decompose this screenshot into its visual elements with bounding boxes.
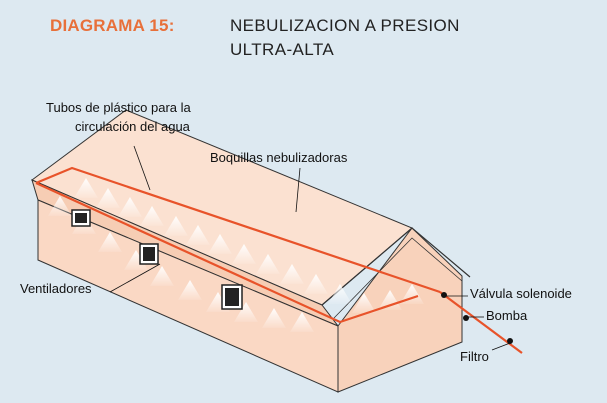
nozzle-spray bbox=[124, 250, 148, 270]
nozzle-spray bbox=[328, 284, 352, 304]
nozzle-spray bbox=[74, 178, 98, 198]
fan-grille bbox=[75, 213, 87, 223]
nozzle-spray bbox=[290, 312, 314, 332]
nozzle-spray bbox=[232, 244, 256, 264]
nozzle-spray bbox=[256, 254, 280, 274]
nozzle-spray bbox=[352, 293, 376, 313]
valve-marker bbox=[441, 292, 447, 298]
nozzle-spray bbox=[164, 216, 188, 236]
fans-leader bbox=[109, 263, 161, 293]
gable-inner-trim bbox=[333, 237, 463, 319]
gable-eave-trim bbox=[321, 227, 471, 306]
nozzle-spray bbox=[96, 188, 120, 208]
diagram-label: DIAGRAMA 15: bbox=[50, 16, 175, 35]
upper-pipe bbox=[35, 166, 441, 294]
pump-marker bbox=[463, 315, 469, 321]
nozzle-spray bbox=[304, 274, 328, 294]
tubes-label-line-1: Tubos de plástico para la bbox=[46, 100, 192, 115]
nozzle-spray bbox=[178, 280, 202, 300]
nozzle-spray bbox=[140, 206, 164, 226]
nozzle-spray bbox=[48, 196, 72, 216]
nozzle-sprays bbox=[48, 178, 424, 332]
nozzle-spray bbox=[208, 234, 232, 254]
valve-label: Válvula solenoide bbox=[470, 286, 572, 301]
fan-grille bbox=[225, 288, 239, 306]
nozzle-spray bbox=[118, 197, 142, 217]
filter-marker bbox=[507, 338, 513, 344]
nozzle-spray bbox=[262, 308, 286, 328]
lower-pipe bbox=[35, 181, 419, 324]
nozzle-spray bbox=[378, 290, 402, 310]
fans-label: Ventiladores bbox=[20, 281, 92, 296]
nozzle-spray bbox=[280, 264, 304, 284]
filter-label: Filtro bbox=[460, 349, 489, 364]
diagram-title-line-1: NEBULIZACION A PRESION bbox=[230, 16, 460, 35]
nozzles-leader bbox=[295, 167, 301, 213]
nozzles-label: Boquillas nebulizadoras bbox=[210, 150, 348, 165]
nozzle-spray bbox=[98, 232, 122, 252]
fan-grille bbox=[143, 247, 155, 261]
tubes-label-line-2: circulación del agua bbox=[75, 119, 191, 134]
component-markers bbox=[441, 292, 513, 344]
filter-leader bbox=[491, 342, 511, 351]
diagram-title-line-2: ULTRA-ALTA bbox=[230, 40, 335, 59]
pump-label: Bomba bbox=[486, 308, 528, 323]
nozzle-spray bbox=[150, 266, 174, 286]
leader-lines bbox=[109, 145, 511, 351]
nozzle-spray bbox=[234, 302, 258, 322]
fans bbox=[71, 209, 243, 310]
tubes-leader bbox=[133, 145, 151, 191]
nozzle-spray bbox=[186, 225, 210, 245]
